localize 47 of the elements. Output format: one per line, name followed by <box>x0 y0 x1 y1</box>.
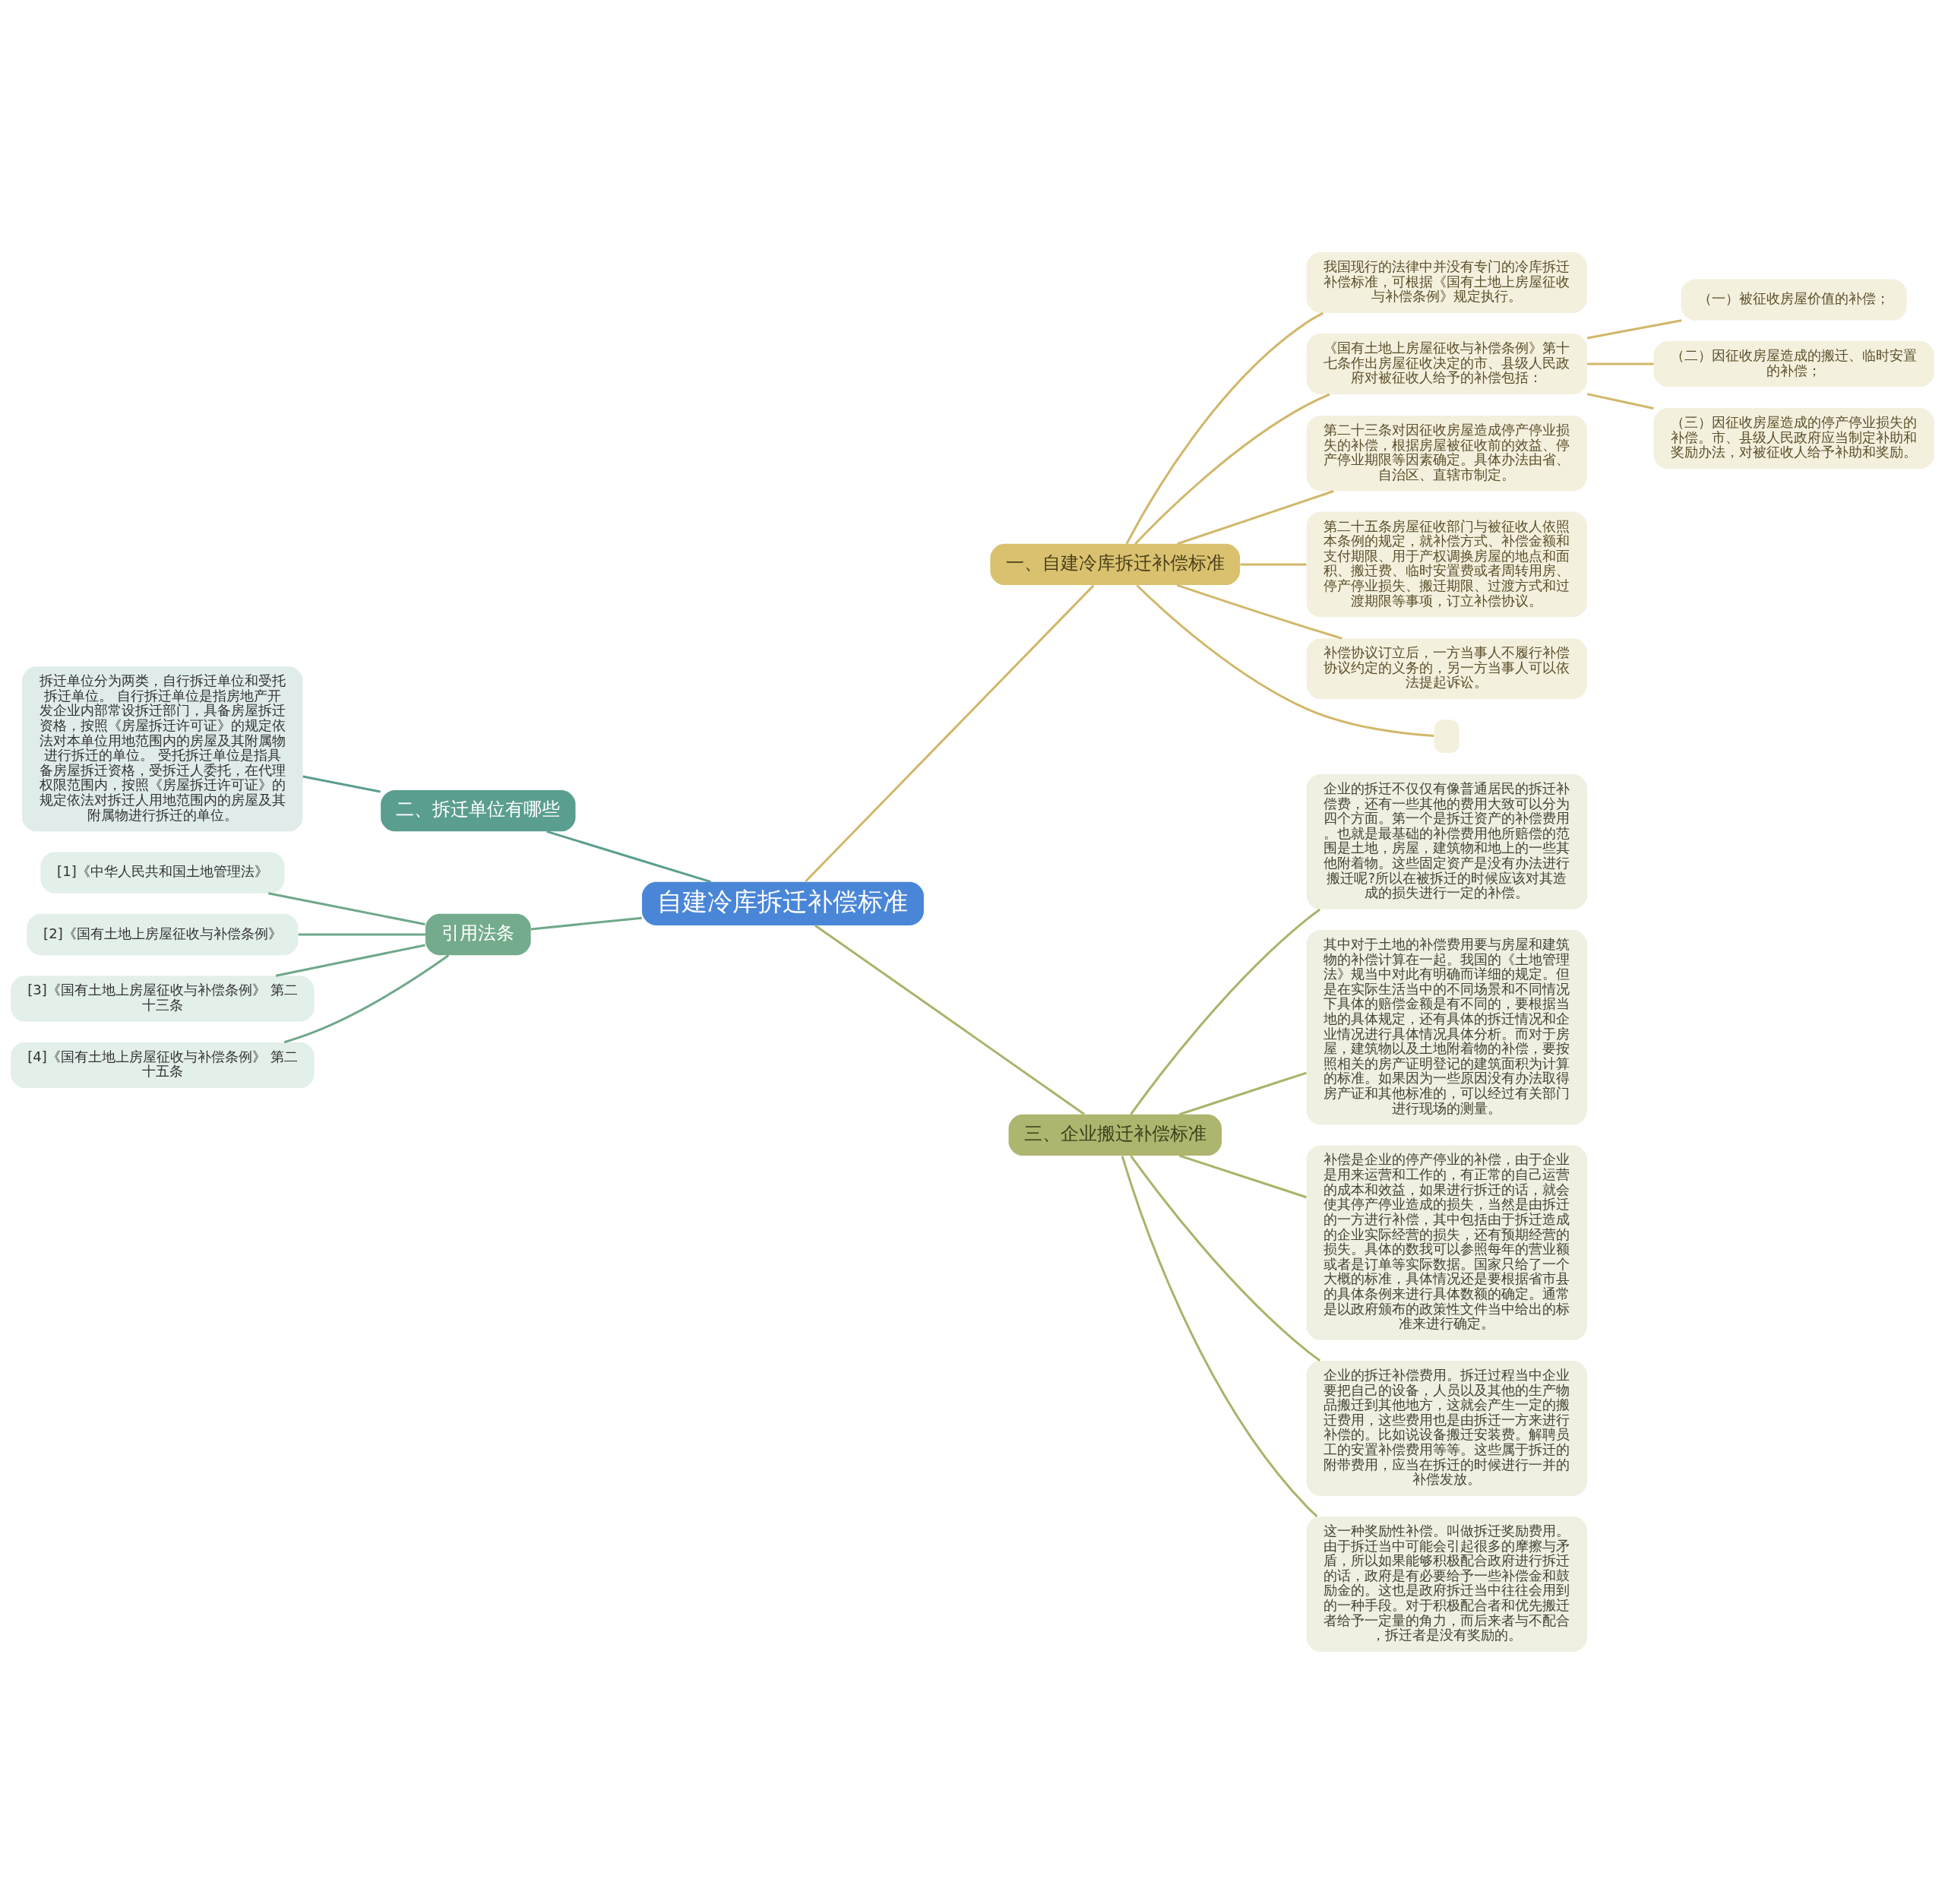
connector <box>1121 1156 1318 1517</box>
node-box: 二、拆迁单位有哪些 <box>381 790 576 832</box>
node-box: （二）因征收房屋造成的搬迁、临时安置的补偿； <box>1653 340 1934 387</box>
connector <box>1177 490 1334 546</box>
node-box: 引用法条 <box>425 913 531 956</box>
connector <box>1587 362 1654 365</box>
node-box: 企业的拆迁不仅仅有像普通居民的拆迁补偿费，还有一些其他的费用大致可以分为四个方面。第一个是拆迁资产的补偿费用。也就是最基础的补偿费用他所赔偿的范围是土地，房屋，建筑物和地上的一些其他附着物。这些固定资产是没有办法进行搬迁呢?所以在被拆迁的时候应该对其造成的损失进行一定的补偿。 <box>1306 773 1587 909</box>
node-box: 三、企业搬迁补偿标准 <box>1008 1114 1222 1156</box>
node-box: [3]《国有土地上房屋征收与补偿条例》 第二十三条 <box>11 976 315 1022</box>
connector <box>1136 584 1434 737</box>
node-box: 第二十三条对因征收房屋造成停产停业损失的补偿，根据房屋被征收前的效益、停产停业期限等因素确定。具体办法由省、自治区、直辖市制定。 <box>1306 415 1587 492</box>
connector <box>302 775 381 793</box>
connector <box>1125 312 1324 545</box>
node-box: 拆迁单位分为两类，自行拆迁单位和受托拆迁单位。 自行拆迁单位是指房地产开发企业内部常设拆迁部门，具备房屋拆迁资格，按照《房屋拆迁许可证》的规定依法对本单位用地范围内的房屋及其附属物进行拆迁的单位。 受托拆迁单位是指具备房屋拆迁资格，受拆迁人委托，在代理权限范围内，按照《房屋拆迁许可证》的规定依法对拆迁人用地范围内的房屋及其附属物进行拆迁的单位。 <box>22 666 303 832</box>
node-box: 我国现行的法律中并没有专门的冷库拆迁补偿标准，可根据《国有土地上房屋征收与补偿条例》规定执行。 <box>1306 252 1587 313</box>
node-box: （一）被征收房屋价值的补偿； <box>1681 279 1907 321</box>
connector <box>1240 563 1307 566</box>
node-box: 补偿协议订立后，一方当事人不履行补偿协议约定的义务的，另一方当事人可以依法提起诉讼。 <box>1306 638 1587 700</box>
node-box: 补偿是企业的停产停业的补偿，由于企业是用来运营和工作的，有正常的自己运营的成本和效益，如果进行拆迁的话，就会使其停产停业造成的损失，当然是由拆迁的一方进行补偿，其中包括由于拆迁造成的企业实际经营的损失，还有预期经营的损失。具体的数我可以参照每年的营业额或者是订单等实际数据。国家只给了一个大概的标准，具体情况还是要根据省市县的具体条例来进行具体数额的确定。通常是以政府颁布的政策性文件当中给出的标准来进行确定。 <box>1306 1145 1587 1340</box>
connector <box>283 954 450 1044</box>
connector <box>814 924 1085 1115</box>
node-box: 第二十五条房屋征收部门与被征收人依照本条例的规定，就补偿方式、补偿金额和支付期限、用于产权调换房屋的地点和面积、搬迁费、临时安置费或者周转用房、停产停业损失、搬迁期限、过渡方式和过渡期限等事项，订立补偿协议。 <box>1306 511 1587 618</box>
node-box: [4]《国有土地上房屋征收与补偿条例》 第二十五条 <box>11 1042 315 1089</box>
node-box: [1]《中华人民共和国土地管理法》 <box>40 852 285 893</box>
connector <box>268 892 425 925</box>
connector <box>805 584 1095 883</box>
connector <box>1176 584 1343 640</box>
node-box <box>1434 720 1460 753</box>
connector <box>298 933 425 936</box>
node-box: （三）因征收房屋造成的停产停业损失的补偿。市、县级人民政府应当制定补助和奖励办法，对被征收人给予补助和奖励。 <box>1653 408 1934 470</box>
connector <box>1130 908 1321 1115</box>
connector <box>1130 1155 1321 1362</box>
node-box: 其中对于土地的补偿费用要与房屋和建筑物的补偿计算在一起。我国的《土地管理法》规当中对此有明确而详细的规定。但是在实际生活当中的不同场景和不同情况下具体的赔偿金额是有不同的，要根据当地的具体规定，还有具体的拆迁情况和企业情况进行具体情况具体分析。而对于房屋，建筑物以及土地附着物的补偿，要按照相关的房产证明登记的建筑面积为计算的标准。如果因为一些原因没有办法取得房产证和其他标准的，可以经过有关部门进行现场的测量。 <box>1306 929 1587 1125</box>
node-box: 企业的拆迁补偿费用。拆迁过程当中企业要把自己的设备，人员以及其他的生产物品搬迁到其他地方，这就会产生一定的搬迁费用，这些费用也是由拆迁一方来进行补偿的。比如说设备搬迁安装费。解聘员工的安置补偿费用等等。这些属于拆迁的附带费用，应当在拆迁的时候进行一并的补偿发放。 <box>1306 1360 1587 1496</box>
connector <box>1134 393 1330 545</box>
connector <box>1586 319 1682 340</box>
node-box: 一、自建冷库拆迁补偿标准 <box>990 543 1241 586</box>
node-box: 自建冷库拆迁补偿标准 <box>641 881 924 925</box>
connector <box>546 830 711 884</box>
connector <box>1586 393 1654 410</box>
connector <box>1178 1071 1307 1116</box>
node-box: 这一种奖励性补偿。叫做拆迁奖励费用。由于拆迁当中可能会引起很多的摩擦与矛盾，所以如果能够积极配合政府进行拆迁的话，政府是有必要给予一些补偿金和鼓励金的。这也是政府拆迁当中往往会用到的一种手段。对于积极配合者和优先搬迁者给予一定量的角力，而后来者与不配合，拆迁者是没有奖励的。 <box>1306 1517 1587 1652</box>
connector <box>530 916 642 931</box>
connector <box>275 944 425 977</box>
node-box: 《国有土地上房屋征收与补偿条例》第十七条作出房屋征收决定的市、县级人民政府对被征收人给予的补偿包括： <box>1306 334 1587 394</box>
connector <box>1178 1154 1307 1199</box>
node-box: [2]《国有土地上房屋征收与补偿条例》 <box>27 913 299 956</box>
